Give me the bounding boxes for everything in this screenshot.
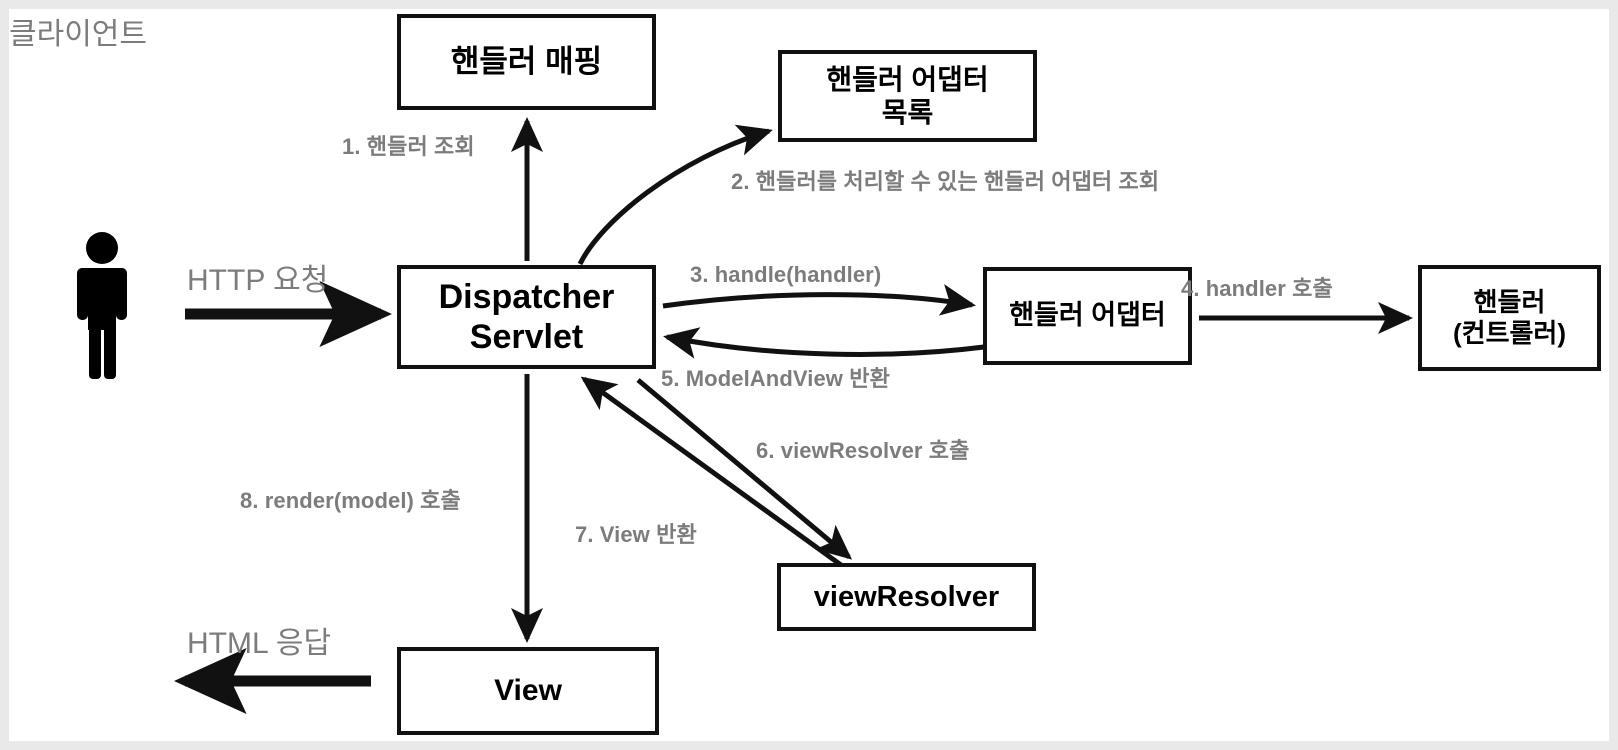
edge-label-step-4: 4. handler 호출 [1181,276,1333,301]
person-icon [77,232,127,379]
arrow-step-2 [577,124,773,266]
node-dispatcher-servlet[interactable]: Dispatcher Servlet [397,265,656,369]
edge-label-step-2: 2. 핸들러를 처리할 수 있는 핸들러 어댑터 조회 [731,169,1160,194]
node-view[interactable]: View [397,647,659,735]
node-handler-adapter-list-label: 핸들러 어댑터 목록 [782,63,1033,129]
node-dispatcher-servlet-line1: Dispatcher [438,277,615,316]
node-handler-controller-line2: (컨트롤러) [1453,318,1566,348]
node-view-resolver[interactable]: viewResolver [777,563,1036,631]
arrow-step-6 [636,378,853,560]
edge-label-step-5: 5. ModelAndView 반환 [661,366,890,391]
edge-label-step-3: 3. handle(handler) [690,262,882,287]
node-handler-mapping-label: 핸들러 매핑 [450,43,603,79]
node-view-resolver-label: viewResolver [813,580,1000,613]
edge-label-html-response: HTML 응답 [187,627,332,660]
node-handler-controller-label: 핸들러 (컨트롤러) [1422,287,1597,348]
edge-label-step-7: 7. View 반환 [575,522,697,547]
arrow-layer [173,116,1414,714]
node-handler-adapter-label: 핸들러 어댑터 [1009,300,1166,331]
node-handler-controller[interactable]: 핸들러 (컨트롤러) [1418,265,1601,371]
arrow-step-3 [662,284,976,316]
edge-label-step-6: 6. viewResolver 호출 [756,438,970,463]
node-handler-controller-line1: 핸들러 [1473,287,1546,318]
node-handler-mapping[interactable]: 핸들러 매핑 [397,14,656,110]
node-dispatcher-servlet-label: Dispatcher Servlet [401,277,652,357]
arrow-step-7 [580,376,843,568]
node-handler-adapter-list-line2: 목록 [881,97,934,128]
node-handler-adapter-list[interactable]: 핸들러 어댑터 목록 [778,50,1037,142]
edge-label-step-1: 1. 핸들러 조회 [342,134,475,159]
node-handler-adapter[interactable]: 핸들러 어댑터 [983,267,1192,365]
node-dispatcher-servlet-line2: Servlet [469,318,584,356]
edge-label-step-8: 8. render(model) 호출 [240,488,461,513]
node-view-label: View [494,674,562,708]
node-handler-adapter-list-line1: 핸들러 어댑터 [826,63,989,95]
edge-label-http-request: HTTP 요청 [187,264,329,297]
arrow-step-5 [663,327,985,359]
actor-label: 클라이언트 [9,18,147,51]
